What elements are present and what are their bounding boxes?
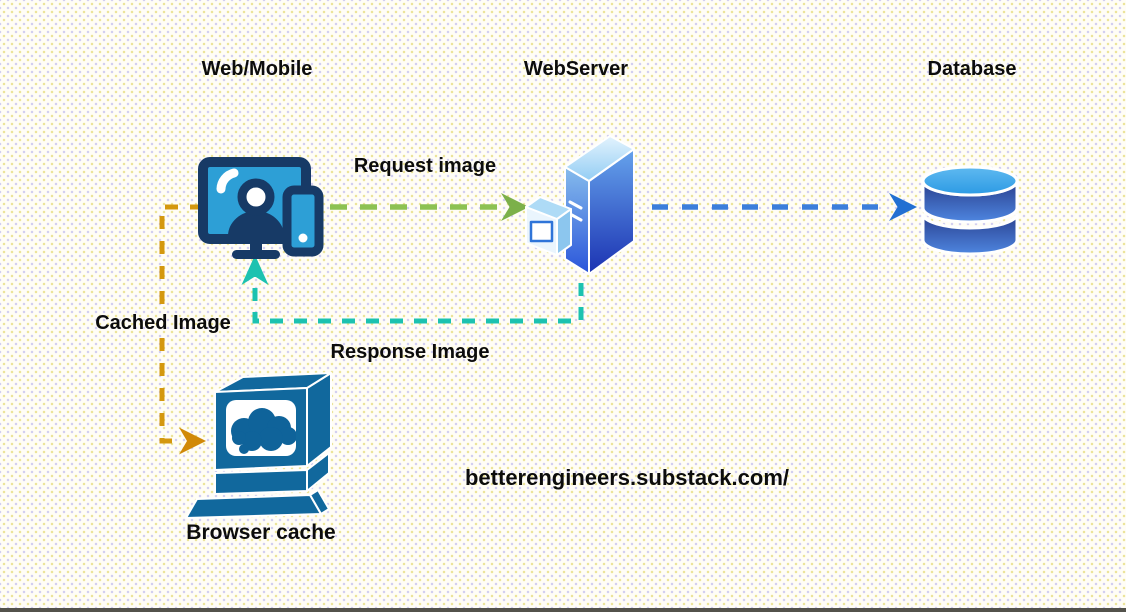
screen-shine-icon (216, 168, 239, 194)
request-image-label: Request image (353, 155, 497, 177)
database-cylinder-icon (921, 165, 1019, 256)
bottom-border-bar (0, 608, 1126, 612)
person-body-icon (228, 211, 284, 236)
server-db-arrow (652, 193, 917, 221)
monitor-base-icon (232, 250, 280, 259)
server-db-arrowhead-icon (889, 193, 917, 221)
request-arrowhead-icon (501, 193, 529, 221)
phone-icon (282, 185, 324, 257)
phone-button-icon (298, 233, 308, 243)
database-label: Database (927, 58, 1017, 80)
crt-computer-cloud-icon (185, 372, 332, 519)
monitor-stand-icon (250, 239, 262, 252)
webserver-label: WebServer (523, 58, 629, 80)
response-arrowhead-icon (241, 255, 269, 285)
response-image-label: Response Image (330, 341, 490, 363)
cached-image-arrow (159, 204, 206, 455)
server-panel-icon (529, 220, 554, 243)
footer-site-text: betterengineers.substack.com/ (464, 465, 790, 490)
monitor-person-phone-icon (198, 157, 324, 259)
browser-cache-label: Browser cache (186, 521, 336, 544)
request-image-arrow (330, 193, 529, 221)
person-head-icon (237, 178, 275, 216)
server-tower-icon (525, 135, 635, 275)
cached-arrowhead-icon (179, 427, 206, 455)
response-image-arrow (241, 255, 584, 324)
web-mobile-label: Web/Mobile (201, 58, 313, 80)
cached-image-label: Cached Image (95, 312, 231, 334)
cloud-icon (231, 408, 296, 454)
